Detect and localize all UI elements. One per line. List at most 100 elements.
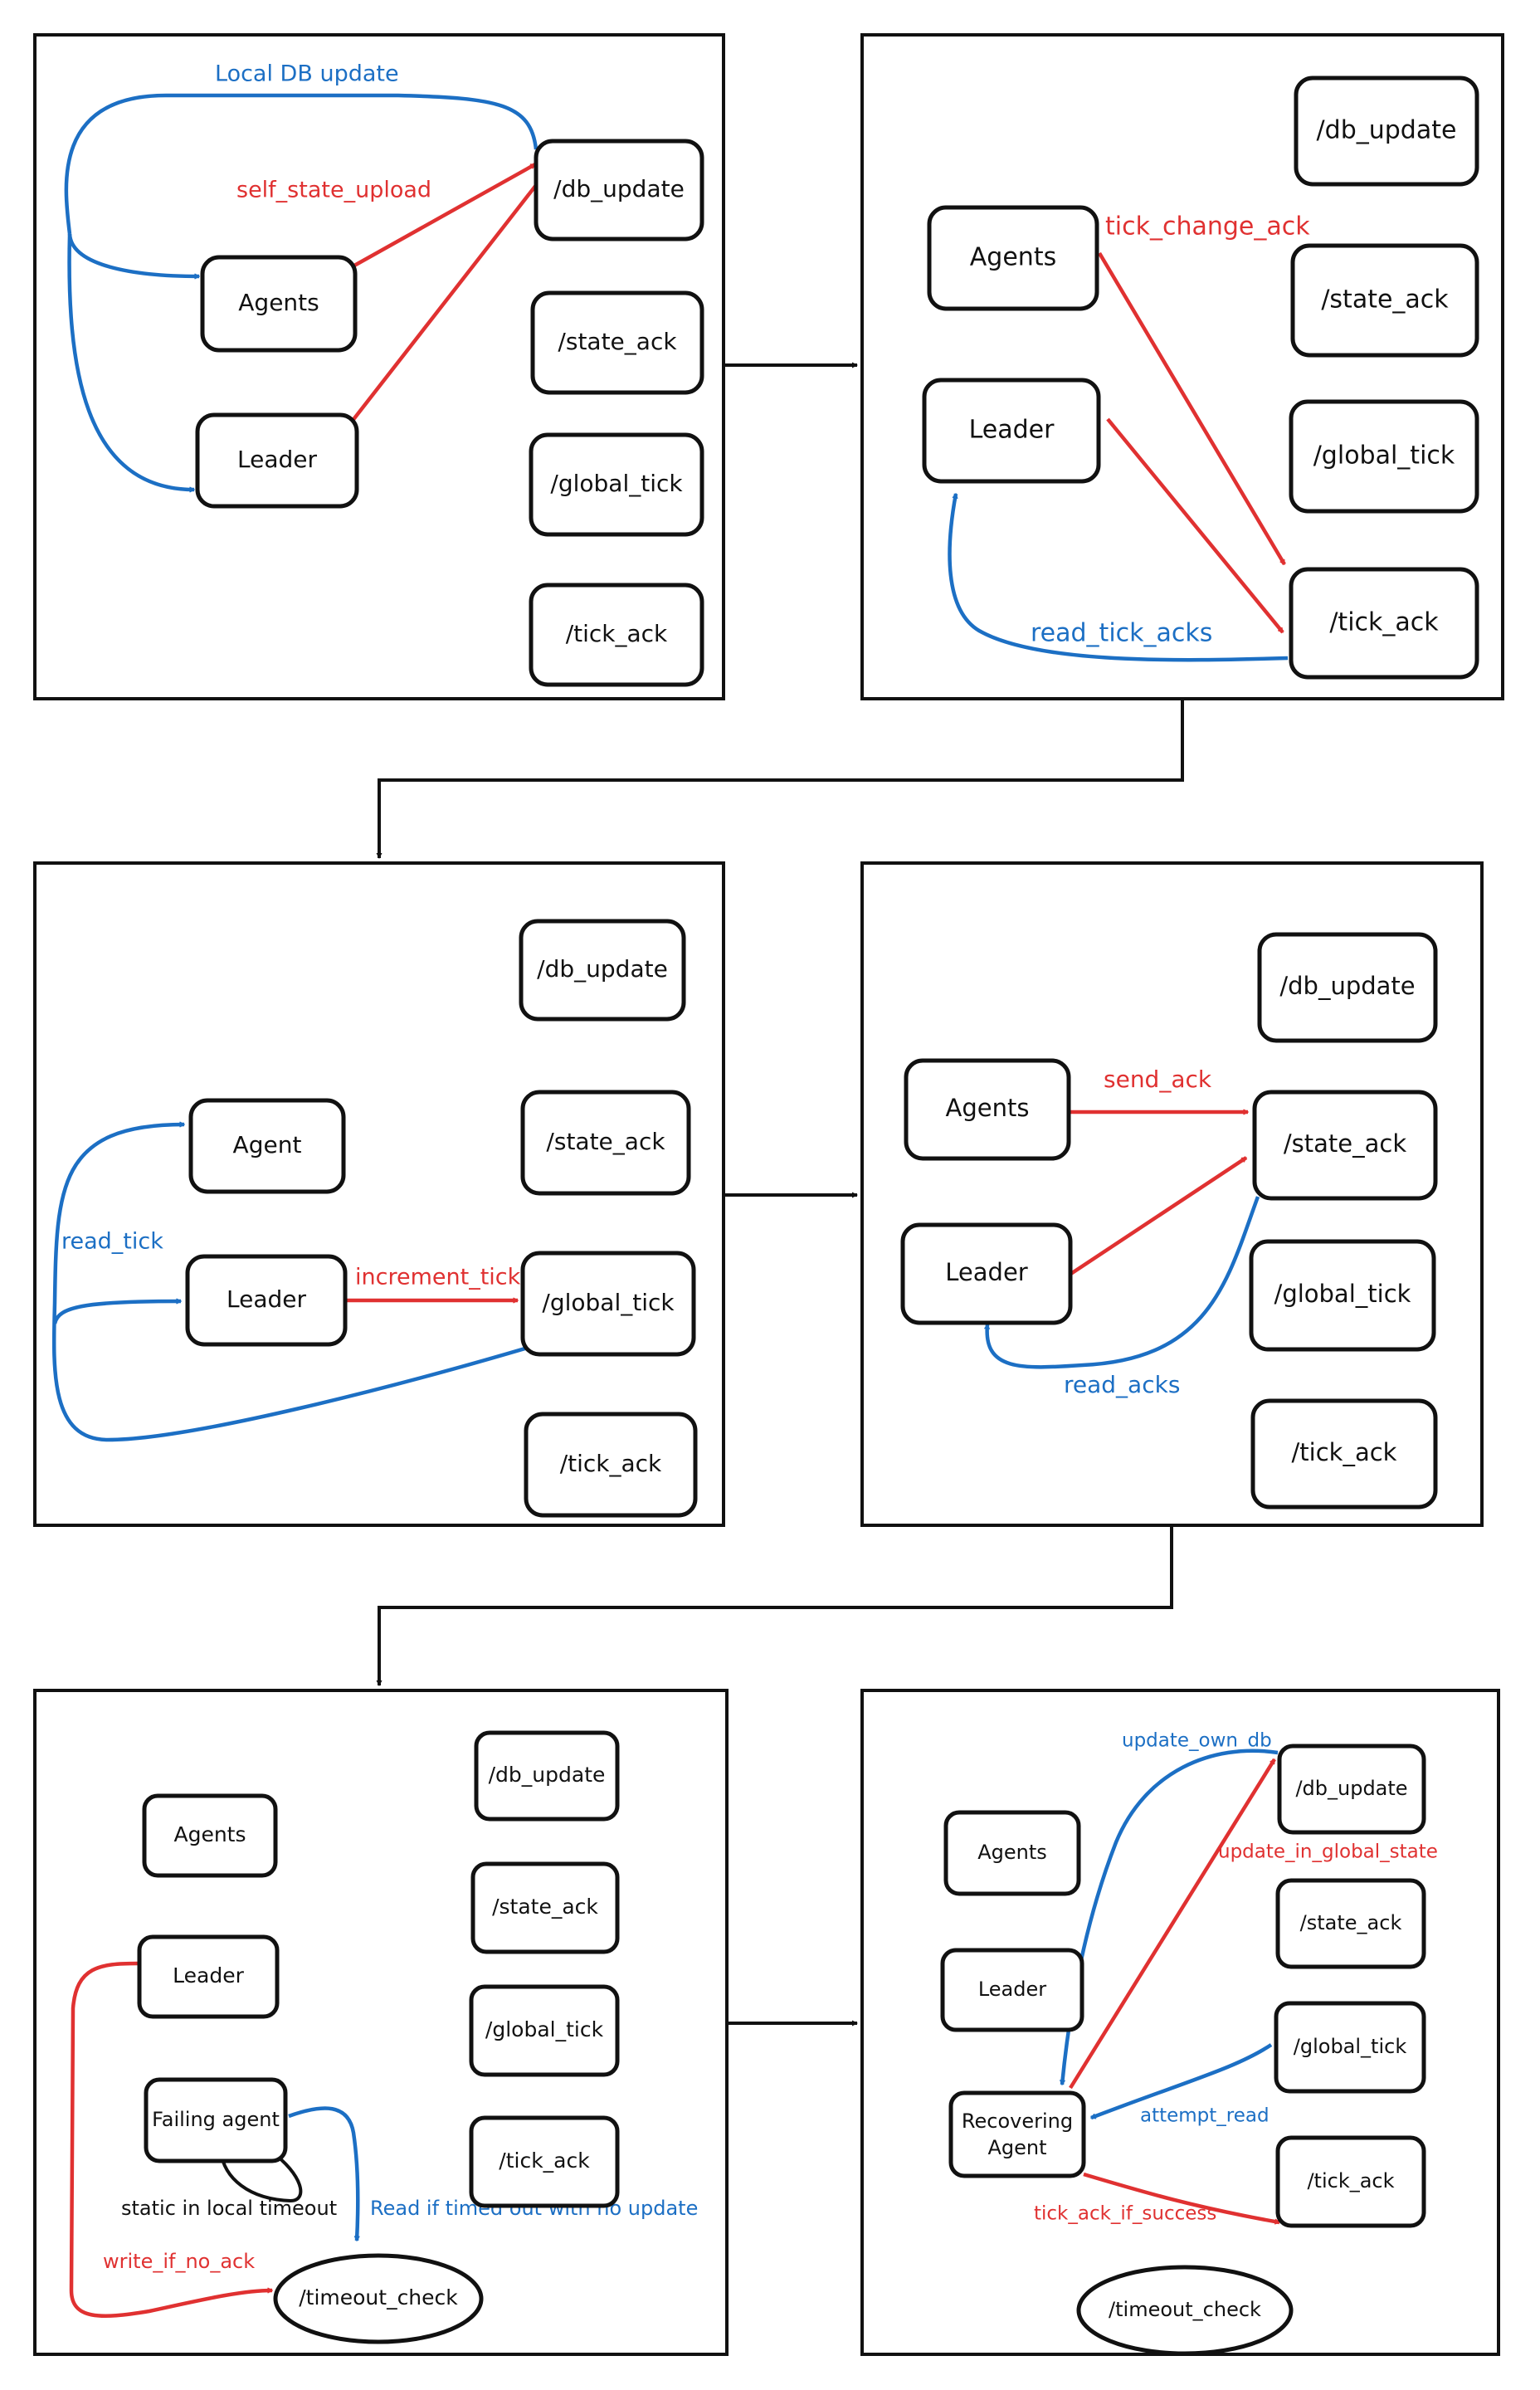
p3-tick-ack-label: /tick_ack [560, 1450, 662, 1477]
p6-tick-ack-label: /tick_ack [1307, 2169, 1394, 2192]
p4-agents-label: Agents [946, 1094, 1030, 1122]
p3-tick-ack-node [524, 1412, 698, 1518]
p3-db-update-label: /db_update [537, 955, 668, 983]
p4-agents-node [904, 1058, 1071, 1161]
p2-state-ack-label: /state_ack [1321, 285, 1449, 315]
p3-global-tick-to-agent-arrow [51, 1124, 529, 1442]
p1-leader-node [195, 412, 359, 509]
p6-recovering-agent-node [948, 2090, 1086, 2178]
p6-tick-ack-if-success-label: tick_ack_if_success [1034, 2203, 1216, 2225]
p2-read-tick-acks-label: read_tick_acks [1031, 619, 1212, 648]
p1-agents-to-db-update-arrow [353, 163, 535, 267]
p1-self-state-upload-label: self_state_upload [236, 178, 431, 203]
p5-global-tick-node [469, 1984, 620, 2077]
p3-state-ack-label: /state_ack [546, 1128, 665, 1155]
p1-state-ack-label: /state_ack [558, 328, 677, 355]
p6-update-own-db-label: update_own_db [1122, 1730, 1272, 1752]
p6-recovering-agent-label-line2: Agent [987, 2136, 1046, 2159]
p4-tick-ack-label: /tick_ack [1292, 1438, 1397, 1466]
p6-state-ack-label: /state_ack [1300, 1911, 1402, 1934]
p6-leader-node [940, 1948, 1084, 2032]
p5-tick-ack-node [469, 2115, 620, 2208]
p5-failing-agent-to-timeout-check-arrow [288, 2106, 358, 2241]
p5-state-ack-label: /state_ack [492, 1895, 598, 1919]
p3-increment-tick-label: increment_tick [355, 1265, 521, 1290]
p4-send-ack-label: send_ack [1104, 1066, 1212, 1093]
p3-read-tick-label: read_tick [61, 1229, 163, 1255]
p1-tick-ack-node [529, 583, 704, 687]
p5-failing-agent-node [144, 2077, 288, 2163]
flow-arrow-2-to-3 [376, 699, 1184, 859]
p5-leader-to-timeout-check-arrow [69, 1961, 272, 2318]
p1-local-db-update-label: Local DB update [215, 61, 399, 87]
p3-global-tick-label: /global_tick [542, 1289, 675, 1316]
p5-tick-ack-label: /tick_ack [499, 2149, 590, 2173]
p6-tick-ack-if-success-arrow [1083, 2172, 1279, 2222]
p2-global-tick-node [1289, 399, 1479, 514]
p1-global-tick-label: /global_tick [550, 470, 683, 497]
p2-leader-label: Leader [969, 416, 1055, 445]
p2-tick-ack-label: /tick_ack [1329, 608, 1439, 637]
panel-3: read_tick increment_tick Agent Leader /d… [51, 919, 698, 1518]
p6-agents-label: Agents [977, 1841, 1047, 1864]
p1-agents-node [200, 255, 358, 353]
p6-db-update-label: /db_update [1295, 1777, 1407, 1800]
p2-agents-node [927, 205, 1099, 311]
panel-5: static in local timeout Read if timed ou… [69, 1730, 698, 2344]
p3-global-tick-node [520, 1251, 696, 1357]
p4-leader-to-state-ack-arrow [1068, 1156, 1248, 1276]
p1-local-db-to-agents-arrow [67, 233, 199, 276]
p5-leader-node [137, 1934, 280, 2019]
p3-global-tick-to-leader-arrow [52, 1301, 181, 1324]
p4-tick-ack-node [1250, 1398, 1438, 1510]
p3-db-update-node [519, 919, 686, 1022]
p5-db-update-label: /db_update [489, 1763, 606, 1787]
p1-db-update-node [534, 139, 704, 241]
p6-global-tick-label: /global_tick [1294, 2035, 1407, 2058]
p1-leader-label: Leader [237, 446, 317, 473]
p6-global-tick-node [1274, 2001, 1426, 2094]
p4-state-ack-label: /state_ack [1284, 1129, 1406, 1158]
p1-state-ack-node [530, 290, 704, 395]
p2-tick-ack-node [1289, 567, 1479, 680]
p5-failing-agent-self-loop-arrow [219, 2149, 303, 2203]
p1-local-db-to-leader-arrow [67, 233, 194, 490]
p5-state-ack-node [470, 1861, 620, 1954]
p5-timeout-check-node [273, 2253, 484, 2344]
p1-local-db-arrow [64, 93, 539, 235]
panel-6: update_own_db update_in_global_state att… [940, 1730, 1438, 2356]
p4-leader-node [900, 1222, 1073, 1325]
p6-update-in-global-state-arrow [1069, 1758, 1276, 2090]
p1-leader-to-db-update-arrow [350, 179, 541, 423]
p2-db-update-node [1294, 76, 1479, 187]
p4-read-acks-label: read_acks [1064, 1371, 1180, 1398]
p5-leader-label: Leader [173, 1963, 244, 1988]
p4-db-update-node [1257, 932, 1438, 1043]
p2-leader-node [922, 378, 1101, 484]
p6-state-ack-node [1275, 1878, 1426, 1969]
p3-leader-label: Leader [227, 1285, 306, 1313]
p1-db-update-label: /db_update [553, 175, 685, 202]
p5-failing-agent-label: Failing agent [152, 2108, 280, 2131]
p6-attempt-read-arrow [1091, 2043, 1273, 2120]
p6-tick-ack-node [1275, 2135, 1426, 2228]
p5-db-update-node [474, 1730, 620, 1822]
p5-write-if-no-ack-label: write_if_no_ack [103, 2250, 255, 2273]
p2-agents-label: Agents [970, 243, 1056, 272]
panel-4: send_ack read_acks Agents Leader /db_upd… [900, 932, 1438, 1510]
p3-agent-node [188, 1098, 346, 1194]
p6-recovering-agent-label-line1: Recovering [962, 2110, 1073, 2133]
p4-db-update-label: /db_update [1279, 972, 1415, 1000]
p3-agent-label: Agent [233, 1131, 302, 1158]
p2-state-ack-node [1290, 243, 1479, 358]
p4-leader-label: Leader [945, 1258, 1028, 1286]
p5-static-in-local-timeout-label: static in local timeout [121, 2197, 337, 2220]
p5-agents-label: Agents [173, 1822, 246, 1846]
p4-state-ack-node [1252, 1090, 1438, 1201]
p4-state-ack-to-leader-arrow [987, 1196, 1260, 1369]
p4-global-tick-label: /global_tick [1274, 1280, 1411, 1308]
p5-global-tick-label: /global_tick [485, 2017, 604, 2041]
p2-agents-to-tick-ack-arrow [1098, 251, 1286, 564]
p4-global-tick-node [1249, 1239, 1436, 1352]
